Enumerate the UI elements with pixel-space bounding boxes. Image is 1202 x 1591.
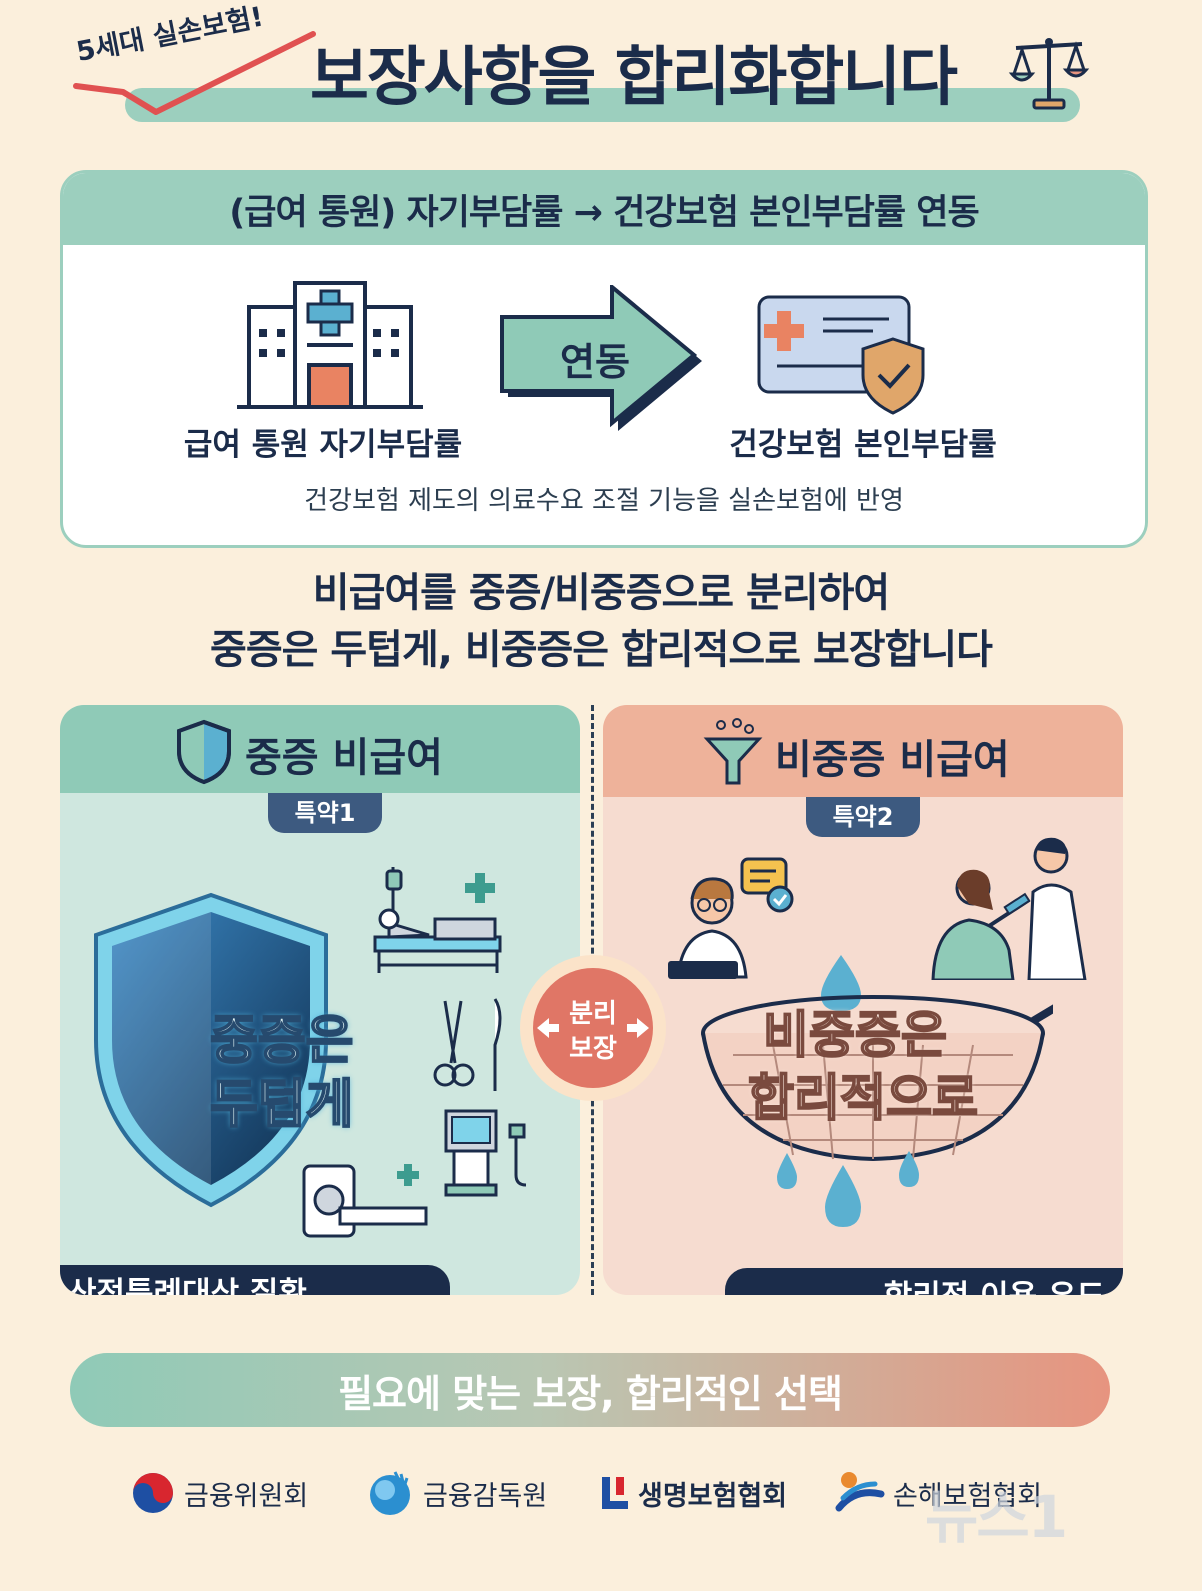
large-shield-icon [94, 892, 328, 1208]
severe-panel-title: 중증 비급여 [245, 735, 443, 781]
nonsevere-panel-title: 비중증 비급여 [775, 737, 1010, 783]
sieve-with-drops-icon [701, 955, 1053, 1227]
knia-icon [835, 1472, 885, 1512]
vaccination-icon [931, 837, 1087, 980]
left-right-arrows-icon [537, 1018, 649, 1038]
fss-logo: 금융감독원 [365, 1468, 547, 1518]
taegeuk-icon [133, 1473, 173, 1513]
klia-icon [602, 1477, 628, 1509]
shield-text-line-1: 중증은 [209, 1010, 355, 1072]
linkage-arrow-label: 연동 [560, 340, 630, 384]
separate-coverage-badge-inner: 분리 보장 [533, 968, 653, 1088]
klia-logo-text: 생명보험협회 [638, 1480, 788, 1512]
copay-rate-caption: 급여 통원 자기부담률 [183, 427, 463, 463]
sieve-text-line-1: 비중증은 [762, 1005, 948, 1065]
nhi-copay-caption: 건강보험 본인부담률 [729, 427, 997, 463]
knia-logo: 손해보험협회 [835, 1468, 1042, 1518]
medical-monitor-icon [444, 1109, 527, 1197]
severe-panel-header [60, 705, 580, 793]
separate-coverage-badge: 분리 보장 [520, 955, 666, 1101]
statement-line-2: 중증은 두텁게, 비중증은 합리적으로 보장합니다 [210, 627, 993, 673]
balance-scale-icon [1008, 38, 1090, 110]
nonsevere-panel-header [603, 705, 1123, 797]
insurance-card-icon [757, 295, 925, 415]
rider-tag-2: 특약2 [806, 797, 920, 837]
klia-logo: 생명보험협회 [600, 1468, 787, 1518]
statement-line-1: 비급여를 중증/비중증으로 분리하여 [312, 570, 890, 616]
page-title: 보장사항을 합리화합니다 [310, 41, 958, 115]
check-stroke-icon [73, 31, 316, 115]
copay-linkage-box: (급여 통원) 자기부담률 → 건강보험 본인부담률 연동 연동 급여 통원 자… [60, 170, 1148, 548]
linkage-arrow-icon [500, 285, 702, 431]
tagline-banner: 필요에 맞는 보장, 합리적인 선택 [70, 1353, 1110, 1427]
fss-logo-text: 금융감독원 [423, 1480, 548, 1512]
badge-line-2: 보장 [569, 1034, 617, 1064]
severe-noncovered-panel: 중증 비급여 특약1 중증은 두텁게 [60, 705, 580, 1295]
surgical-tools-icon [433, 998, 502, 1091]
nonsevere-noncovered-panel: 비중증 비급여 특약2 비중증은 합리적으로 합리적 이용 유도 [603, 705, 1123, 1295]
hospital-icon [237, 281, 423, 409]
rider-tag-1: 특약1 [268, 793, 382, 833]
doctor-consultation-icon [668, 857, 794, 979]
sieve-text-line-2: 합리적으로 [747, 1068, 979, 1128]
copay-linkage-note: 건강보험 제도의 의료수요 조절 기능을 실손보험에 반영 [304, 486, 904, 516]
funnel-icon [703, 718, 763, 785]
fsc-logo: 금융위원회 [130, 1468, 308, 1518]
knia-logo-text: 손해보험협회 [893, 1480, 1043, 1512]
ct-scanner-icon [302, 1164, 428, 1238]
header-underline-bar [125, 88, 1080, 122]
fsc-logo-text: 금융위원회 [184, 1480, 309, 1512]
shield-text-line-2: 두텁게 [209, 1074, 355, 1136]
badge-line-1: 분리 [569, 999, 617, 1029]
severe-panel-footer: 산정특례대상 질환 [60, 1265, 450, 1295]
copay-linkage-heading: (급여 통원) 자기부담률 → 건강보험 본인부담률 연동 [63, 173, 1145, 245]
hospital-bed-icon [373, 867, 502, 973]
news1-watermark: 뉴스1 [925, 1483, 1068, 1551]
shield-icon [177, 719, 231, 785]
fss-globe-icon [370, 1471, 410, 1515]
nonsevere-panel-footer: 합리적 이용 유도 [725, 1268, 1123, 1295]
